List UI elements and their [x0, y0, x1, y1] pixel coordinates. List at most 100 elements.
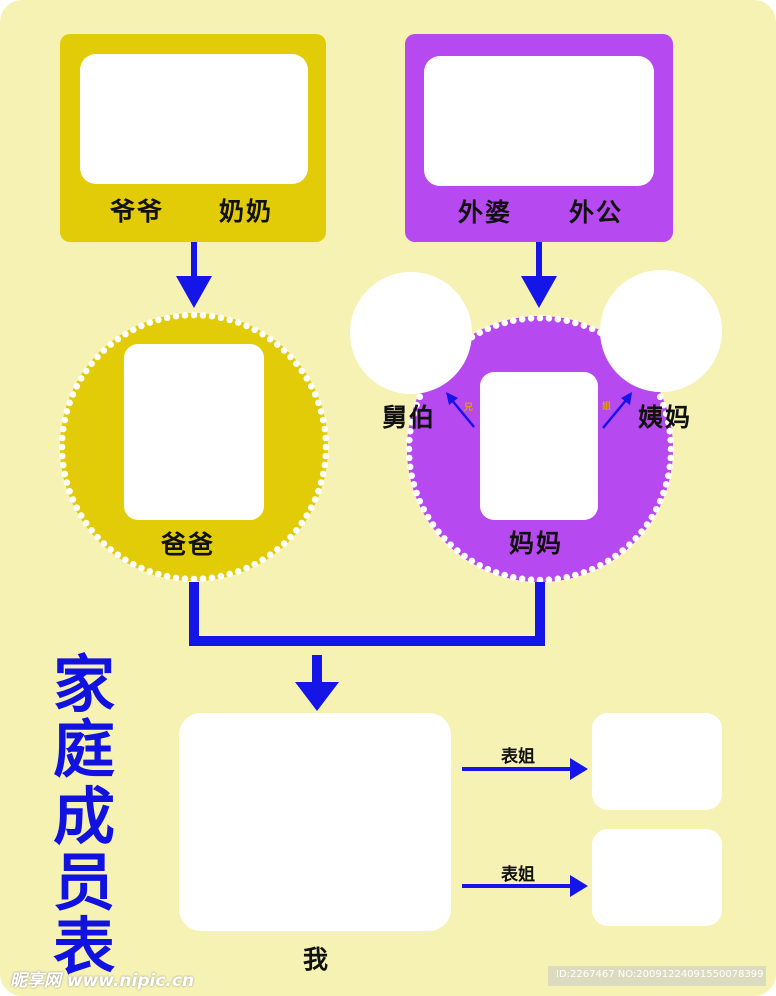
border-dot [648, 513, 656, 521]
border-dot [138, 322, 145, 330]
border-dot [69, 496, 77, 503]
border-dot [199, 312, 207, 319]
label-father: 爸爸 [161, 530, 216, 559]
border-dot [59, 425, 67, 433]
border-dot [662, 410, 670, 418]
border-dot [274, 546, 281, 553]
border-dot [226, 570, 233, 578]
border-dot [274, 341, 281, 348]
aunt-photo [600, 270, 722, 392]
border-dot [643, 521, 651, 528]
border-dot [190, 575, 198, 583]
border-dot [666, 427, 674, 435]
border-dot [298, 519, 306, 527]
border-dot [130, 326, 137, 334]
border-dot [665, 419, 672, 426]
border-dot [424, 513, 432, 521]
arrow-stem-maternal [536, 242, 542, 278]
border-dot [510, 574, 517, 581]
uncle-arrow-head [446, 392, 458, 405]
border-dot [545, 315, 553, 322]
border-dot [420, 506, 428, 513]
border-dot [94, 353, 101, 361]
border-dot [429, 521, 437, 528]
label-grandmother-paternal: 奶奶 [219, 197, 274, 226]
border-dot [114, 551, 122, 559]
border-dot [190, 311, 198, 319]
border-dot [604, 557, 612, 565]
border-dot [536, 314, 544, 322]
border-dot [61, 416, 69, 424]
border-dot [563, 317, 570, 325]
border-dot [317, 408, 325, 415]
border-dot [416, 393, 424, 401]
cousin-1-arrow-head [570, 758, 588, 780]
border-dot [656, 393, 664, 401]
border-dot [572, 319, 579, 327]
father-circle-dots [58, 311, 330, 583]
border-dot [406, 427, 414, 435]
cousin-1-photo [592, 713, 722, 810]
border-dot [77, 512, 85, 519]
border-dot [536, 576, 544, 584]
border-dot [527, 315, 535, 322]
title-char-2: 庭 [52, 713, 115, 786]
border-dot [315, 487, 322, 495]
border-dot [59, 461, 67, 469]
label-me: 我 [303, 945, 331, 974]
border-dot [63, 408, 71, 415]
border-dot [172, 574, 180, 582]
border-dot [107, 341, 114, 348]
border-dot [66, 399, 73, 407]
border-dot [406, 463, 414, 471]
border-dot [321, 461, 329, 469]
border-dot [319, 470, 327, 478]
border-dot [82, 519, 90, 527]
watermark-strip [548, 966, 766, 986]
border-dot [307, 383, 315, 390]
border-dot [155, 570, 162, 578]
border-dot [527, 576, 535, 583]
border-dot [266, 335, 274, 343]
label-elder-sister-mark: 姐 [602, 402, 612, 412]
border-dot [243, 322, 250, 330]
border-dot [61, 470, 69, 478]
arrow-head-maternal [521, 276, 557, 308]
border-dot [88, 360, 95, 368]
border-dot [662, 481, 670, 488]
label-elder-brother-mark: 兄 [464, 403, 474, 413]
border-dot [217, 314, 225, 322]
border-dot [122, 330, 129, 338]
border-dot [287, 353, 294, 361]
border-dot [413, 401, 420, 409]
border-dot [638, 528, 645, 535]
border-dot [114, 335, 122, 343]
border-dot [94, 533, 101, 541]
border-dot [100, 347, 108, 354]
border-dot [588, 565, 596, 573]
border-dot [454, 547, 461, 554]
border-dot [122, 556, 129, 564]
border-dot [66, 487, 73, 495]
border-dot [667, 445, 675, 453]
mother-photo [480, 372, 598, 520]
border-dot [199, 575, 207, 582]
border-dot [597, 562, 604, 569]
me-photo [179, 713, 451, 931]
border-dot [130, 560, 137, 568]
border-dot [554, 315, 562, 323]
border-dot [410, 410, 418, 418]
border-dot [408, 472, 416, 480]
border-dot [100, 540, 108, 547]
border-dot [303, 375, 311, 382]
border-dot [435, 528, 442, 535]
border-dot [501, 319, 509, 327]
border-dot [461, 552, 468, 560]
border-dot [572, 571, 579, 579]
border-dot [163, 314, 171, 322]
border-dot [146, 319, 154, 326]
connector-arrow-head [295, 682, 339, 711]
border-dot [321, 425, 329, 433]
border-dot [138, 564, 145, 572]
border-dot [554, 575, 562, 583]
